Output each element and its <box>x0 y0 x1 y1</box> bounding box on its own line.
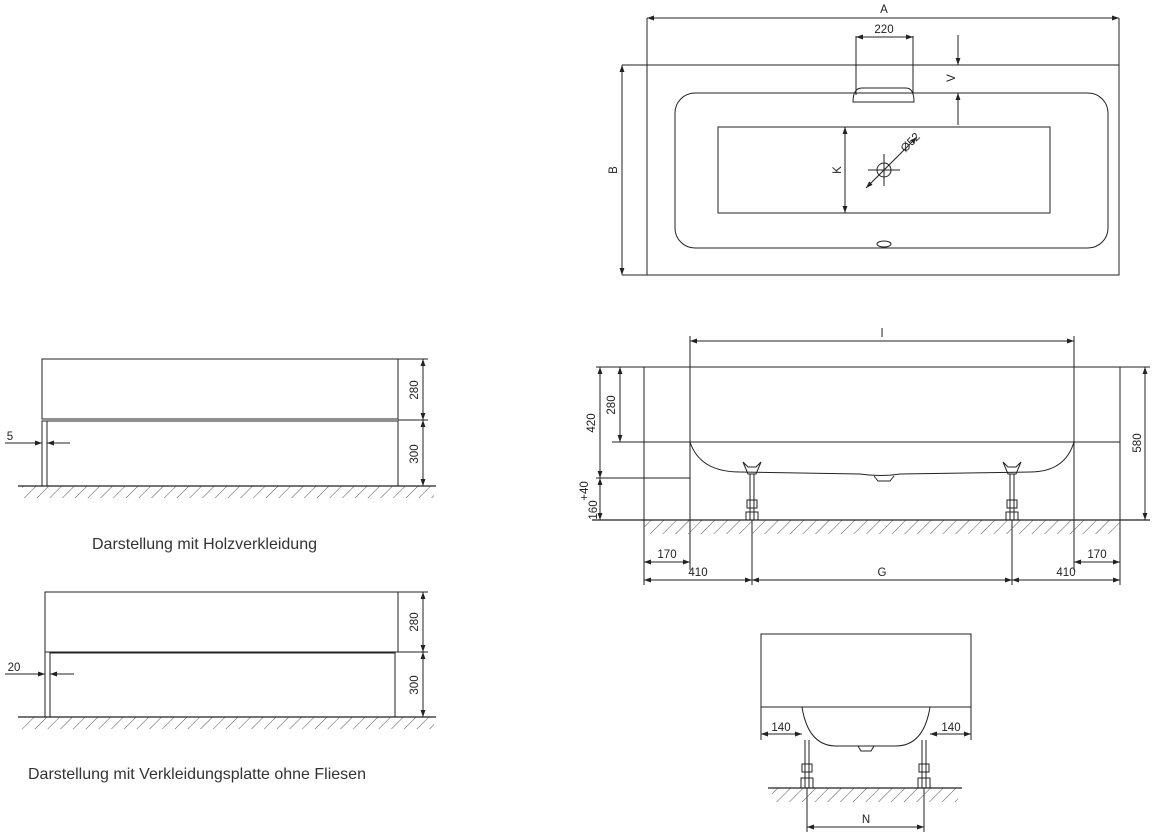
panel-wood-view <box>5 358 428 487</box>
dim-label-280-plate: 280 <box>409 612 421 631</box>
floor-hatch-plate <box>22 717 434 729</box>
dim-label-N: N <box>862 814 870 826</box>
dim-label-20: 20 <box>8 662 21 674</box>
dim-label-B: B <box>608 166 620 174</box>
dim-label-410-right: 410 <box>1056 567 1075 579</box>
dim-label-diameter: Ø52 <box>899 131 923 155</box>
dim-label-300-wood: 300 <box>409 444 421 463</box>
tub-outline-top <box>646 64 1120 276</box>
dim-label-K: K <box>832 166 844 174</box>
dim-label-280-side: 280 <box>606 395 618 414</box>
tub-rim-side <box>643 366 1121 443</box>
side-view <box>596 336 1150 585</box>
tub-rim-wood <box>41 358 399 420</box>
dim-label-170-left: 170 <box>657 549 676 561</box>
tub-floor-top <box>717 126 1051 214</box>
overflow-outlet <box>852 87 915 103</box>
dim-label-220: 220 <box>874 24 893 36</box>
dim-label-5: 5 <box>7 431 13 443</box>
dim-label-l: l <box>881 328 884 340</box>
panel-plate-view <box>5 591 428 718</box>
tub-basin-top <box>674 92 1109 249</box>
dim-label-170-right: 170 <box>1087 549 1106 561</box>
dim-label-V: V <box>946 74 958 82</box>
dim-label-140-left: 140 <box>771 722 790 734</box>
caption-wood-panel: Darstellung mit Holzverkleidung <box>92 536 317 553</box>
dim-label-280-wood: 280 <box>409 380 421 399</box>
floor-hatch-side <box>644 520 1120 534</box>
end-view <box>760 633 972 832</box>
floor-hatch-wood <box>22 486 434 498</box>
dim-label-140-right: 140 <box>941 722 960 734</box>
foot-end-left <box>800 740 814 789</box>
dim-label-160: 160 <box>588 500 600 519</box>
dim-label-A: A <box>880 4 888 16</box>
foot-left <box>742 461 762 521</box>
dim-label-580: 580 <box>1132 433 1144 452</box>
top-view <box>619 15 1120 276</box>
floor-hatch-end <box>772 788 958 802</box>
wood-panel <box>41 420 399 487</box>
tub-body-end <box>801 706 931 747</box>
tub-rim-plate <box>44 591 399 653</box>
dim-label-160-tolerance: +40 <box>579 481 591 501</box>
caption-plate-panel: Darstellung mit Verkleidungsplatte ohne … <box>28 766 366 783</box>
dim-label-420: 420 <box>586 413 598 432</box>
dim-label-410-left: 410 <box>688 567 707 579</box>
tub-body-side <box>689 441 1075 476</box>
dim-label-G: G <box>878 567 887 579</box>
waste-outlet <box>876 240 892 248</box>
tub-rim-end <box>760 633 972 708</box>
foot-right <box>1002 461 1022 521</box>
foot-end-right <box>917 740 931 789</box>
cover-plate <box>49 652 396 718</box>
dim-label-300-plate: 300 <box>409 675 421 694</box>
